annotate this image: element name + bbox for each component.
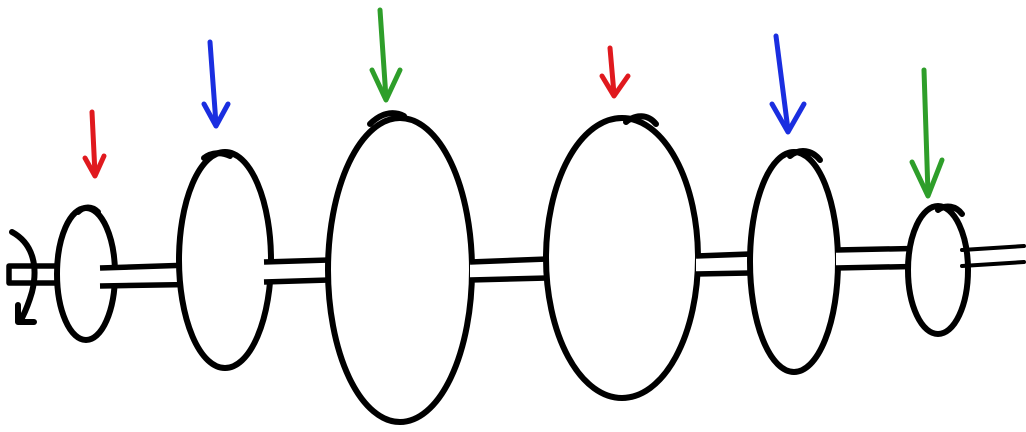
disc-1-top-notch <box>75 204 101 215</box>
disc-4 <box>543 115 701 401</box>
disc-3-top-notch <box>367 110 407 127</box>
disc-3 <box>325 115 475 425</box>
force-arrow-4 <box>599 45 631 99</box>
rotation-arrow-icon <box>9 229 38 325</box>
force-arrow-1 <box>82 109 107 179</box>
disc-6-top-notch <box>935 203 965 217</box>
force-arrow-3 <box>369 7 403 103</box>
disc-5 <box>747 149 841 375</box>
force-arrow-2 <box>201 39 231 129</box>
disc-5-top-notch <box>787 148 823 163</box>
force-arrow-6 <box>909 67 945 199</box>
shaft-segment-right <box>960 244 1026 268</box>
disc-6 <box>905 203 971 337</box>
disc-2-top-notch <box>201 150 233 161</box>
disc-4-top-notch <box>623 113 659 127</box>
disc-2 <box>176 149 274 371</box>
force-arrow-5 <box>769 33 807 135</box>
